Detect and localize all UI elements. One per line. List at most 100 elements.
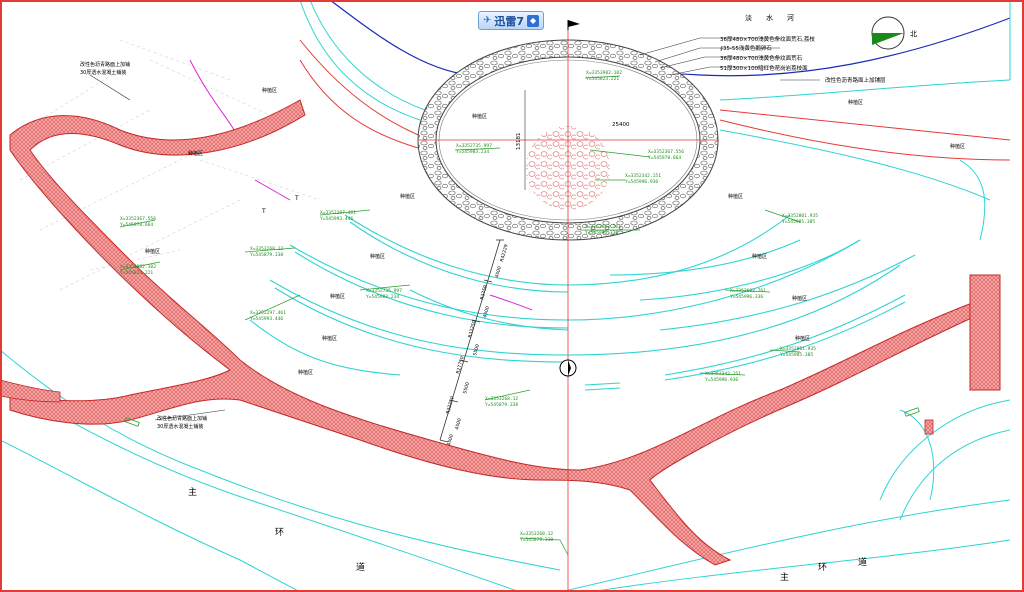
coord-y: Y=545996.936	[625, 179, 658, 185]
coord-y: Y=545985.385	[780, 352, 813, 358]
river-label: 淡水河	[745, 13, 808, 22]
zone-label: 种植区	[370, 253, 385, 260]
coord-x: X=3352735.997	[366, 288, 402, 294]
dim-step: 4500	[494, 266, 503, 279]
zone-labels: 种植区 种植区 种植区 种植区 种植区 种植区 种植区 种植区 种植区 种植区 …	[145, 87, 965, 376]
legend-note-4: 51厚300×100暗红色花岗岩荔枝面	[720, 64, 808, 72]
zone-label: 种植区	[322, 335, 337, 342]
note-right: 改性色沥青路面上加铺层	[825, 76, 886, 84]
zone-label: 种植区	[298, 369, 313, 376]
coord-y: Y=545978.664	[120, 222, 153, 228]
coord-x: X=3353982.102	[120, 264, 156, 270]
river-edge	[329, 0, 1011, 78]
dimension-chain	[439, 239, 504, 443]
zone-label: 种植区	[400, 193, 415, 200]
coordinate-labels-2: X=3352735.997 Y=545983.234 X=3352297.461…	[120, 216, 816, 543]
coord-x: X=3352801.935	[780, 346, 816, 352]
road-label-main-2: 环	[275, 527, 284, 538]
terrace-arcs	[249, 214, 916, 391]
coord-x: X=3352297.461	[320, 210, 356, 216]
thunder-badge[interactable]: ✈ 迅雷7 ◆	[478, 11, 545, 30]
top-road-lines	[299, 39, 1011, 161]
dim-radius: R42229	[499, 244, 509, 263]
dim-step: 4500	[482, 306, 491, 319]
legend-note-3: 36厚480×700浅黄色条纹面荒石	[720, 54, 803, 62]
north-arrow-icon	[871, 16, 905, 50]
zone-label: 种植区	[795, 335, 810, 342]
coord-x: X=3353268.12	[520, 531, 553, 537]
red-paved-branch	[0, 379, 61, 403]
note-left-1: 改性色沥青路面上加铺	[80, 61, 130, 68]
coord-leaders	[119, 75, 801, 556]
road-label-main-6: 道	[858, 556, 867, 568]
coord-x: X=3352342.151	[705, 371, 741, 377]
note-bottom-left-1: 改性色沥青路面上加铺	[157, 415, 207, 422]
coord-y: Y=545996.336	[730, 294, 763, 300]
zone-label: 种植区	[752, 253, 767, 260]
dim-step: 5500	[462, 382, 471, 395]
center-marker-icon	[559, 359, 577, 377]
coord-y: Y=545823.221	[586, 76, 619, 82]
dim-radius: R3759	[479, 285, 489, 301]
road-label-main-3: 道	[356, 561, 365, 573]
road-label-main-5: 环	[818, 562, 827, 573]
zone-label: 种植区	[145, 248, 160, 255]
coord-y: Y=545996.336	[585, 230, 618, 236]
dimension-chain-labels: R42229 R3759 R33250 R27750 R22250 4500 4…	[445, 244, 509, 447]
red-paved-right	[969, 274, 1001, 391]
coord-x: X=3353268.12	[250, 246, 283, 252]
coord-x: X=3352297.461	[250, 310, 286, 316]
letter-t-2: T	[294, 195, 299, 202]
coord-y: Y=545985.385	[782, 219, 815, 225]
green-markers	[124, 407, 934, 435]
bird-icon: ✈	[483, 15, 492, 26]
legend-note-2: ∮35-55浅黄色鹅卵石	[720, 44, 772, 52]
coord-y: Y=545879.338	[485, 402, 518, 408]
zone-label: 种植区	[188, 150, 203, 157]
coord-x: X=3353663.761	[585, 224, 621, 230]
flag-icon	[567, 20, 580, 30]
coord-y: Y=545879.338	[250, 252, 283, 258]
axis-lines	[418, 25, 718, 592]
coord-x: X=3353982.102	[586, 70, 622, 76]
coord-y: Y=545993.446	[320, 216, 353, 222]
note-leaders	[89, 37, 820, 421]
coord-y: Y=545996.936	[705, 377, 738, 383]
coord-y: Y=545879.338	[520, 537, 553, 543]
north-label: 北	[910, 30, 917, 38]
zone-label: 种植区	[848, 99, 863, 106]
dim-step: 4500	[454, 418, 463, 431]
zone-label: 种植区	[330, 293, 345, 300]
coord-y: Y=545983.234	[456, 149, 489, 155]
coord-y: Y=545993.446	[250, 316, 283, 322]
coord-x: X=3352801.935	[782, 213, 818, 219]
zone-label: 种植区	[950, 143, 965, 150]
zone-label: 种植区	[472, 113, 487, 120]
zone-label: 种植区	[792, 295, 807, 302]
coord-x: X=3352367.556	[120, 216, 156, 222]
coord-x: X=3352367.556	[648, 149, 684, 155]
coord-y: Y=545823.221	[120, 270, 153, 276]
road-label-main-4: 主	[780, 571, 789, 583]
road-label-main-1: 主	[188, 486, 197, 498]
note-bottom-left-2: 30厚透水混凝土铺装	[157, 423, 203, 430]
coord-y: Y=545978.664	[648, 155, 681, 161]
dim-step: 5500	[472, 344, 481, 357]
dim-radius: R33250	[467, 320, 477, 339]
note-left-2: 30厚透水混凝土铺装	[80, 69, 126, 76]
letter-t-1: T	[261, 208, 266, 215]
zone-label: 种植区	[262, 87, 277, 94]
coord-x: X=3352735.997	[456, 143, 492, 149]
legend-note-1: 36厚480×700浅黄色条纹面荒石,荔枝	[720, 35, 815, 43]
shield-icon: ◆	[527, 14, 540, 27]
coord-x: X=3353663.761	[730, 288, 766, 294]
dim-radius: R27750	[455, 356, 465, 375]
dim-13181: 13181	[516, 133, 522, 151]
dim-step: 4500	[446, 434, 455, 447]
dim-25400: 25400	[612, 122, 630, 128]
coord-y: Y=545983.234	[366, 294, 399, 300]
coord-x: X=3353268.12	[485, 396, 518, 402]
coord-x: X=3352342.151	[625, 173, 661, 179]
